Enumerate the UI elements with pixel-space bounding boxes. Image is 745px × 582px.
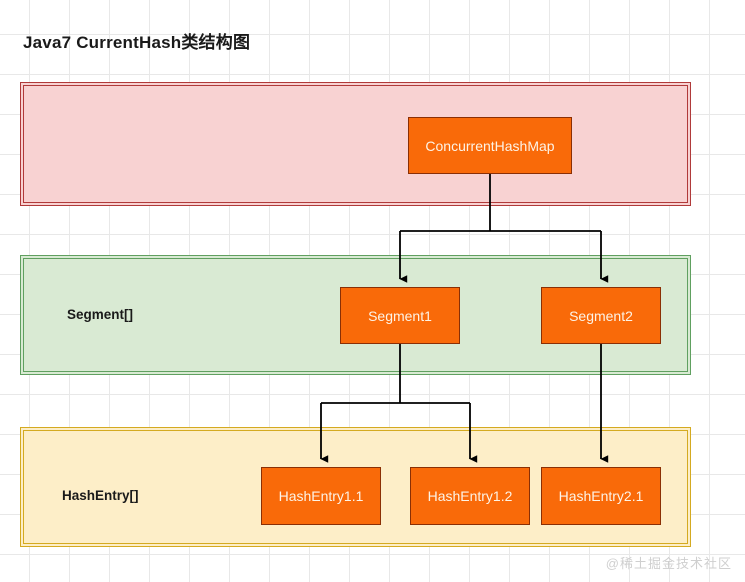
node-hashentry2-1[interactable]: HashEntry2.1 [541,467,661,525]
page-title: Java7 CurrentHash类结构图 [23,33,251,52]
watermark: @稀土掘金技术社区 [605,556,732,571]
layer-label-hashentry-array: HashEntry[] [62,488,139,503]
node-segment2[interactable]: Segment2 [541,287,661,344]
node-hashentry1-2[interactable]: HashEntry1.2 [410,467,530,525]
layer-label-segment-array: Segment[] [67,307,134,322]
node-segment1[interactable]: Segment1 [340,287,460,344]
node-concurrenthashmap[interactable]: ConcurrentHashMap [408,117,572,174]
layer-concurrenthashmap [20,82,691,206]
node-hashentry1-1[interactable]: HashEntry1.1 [261,467,381,525]
